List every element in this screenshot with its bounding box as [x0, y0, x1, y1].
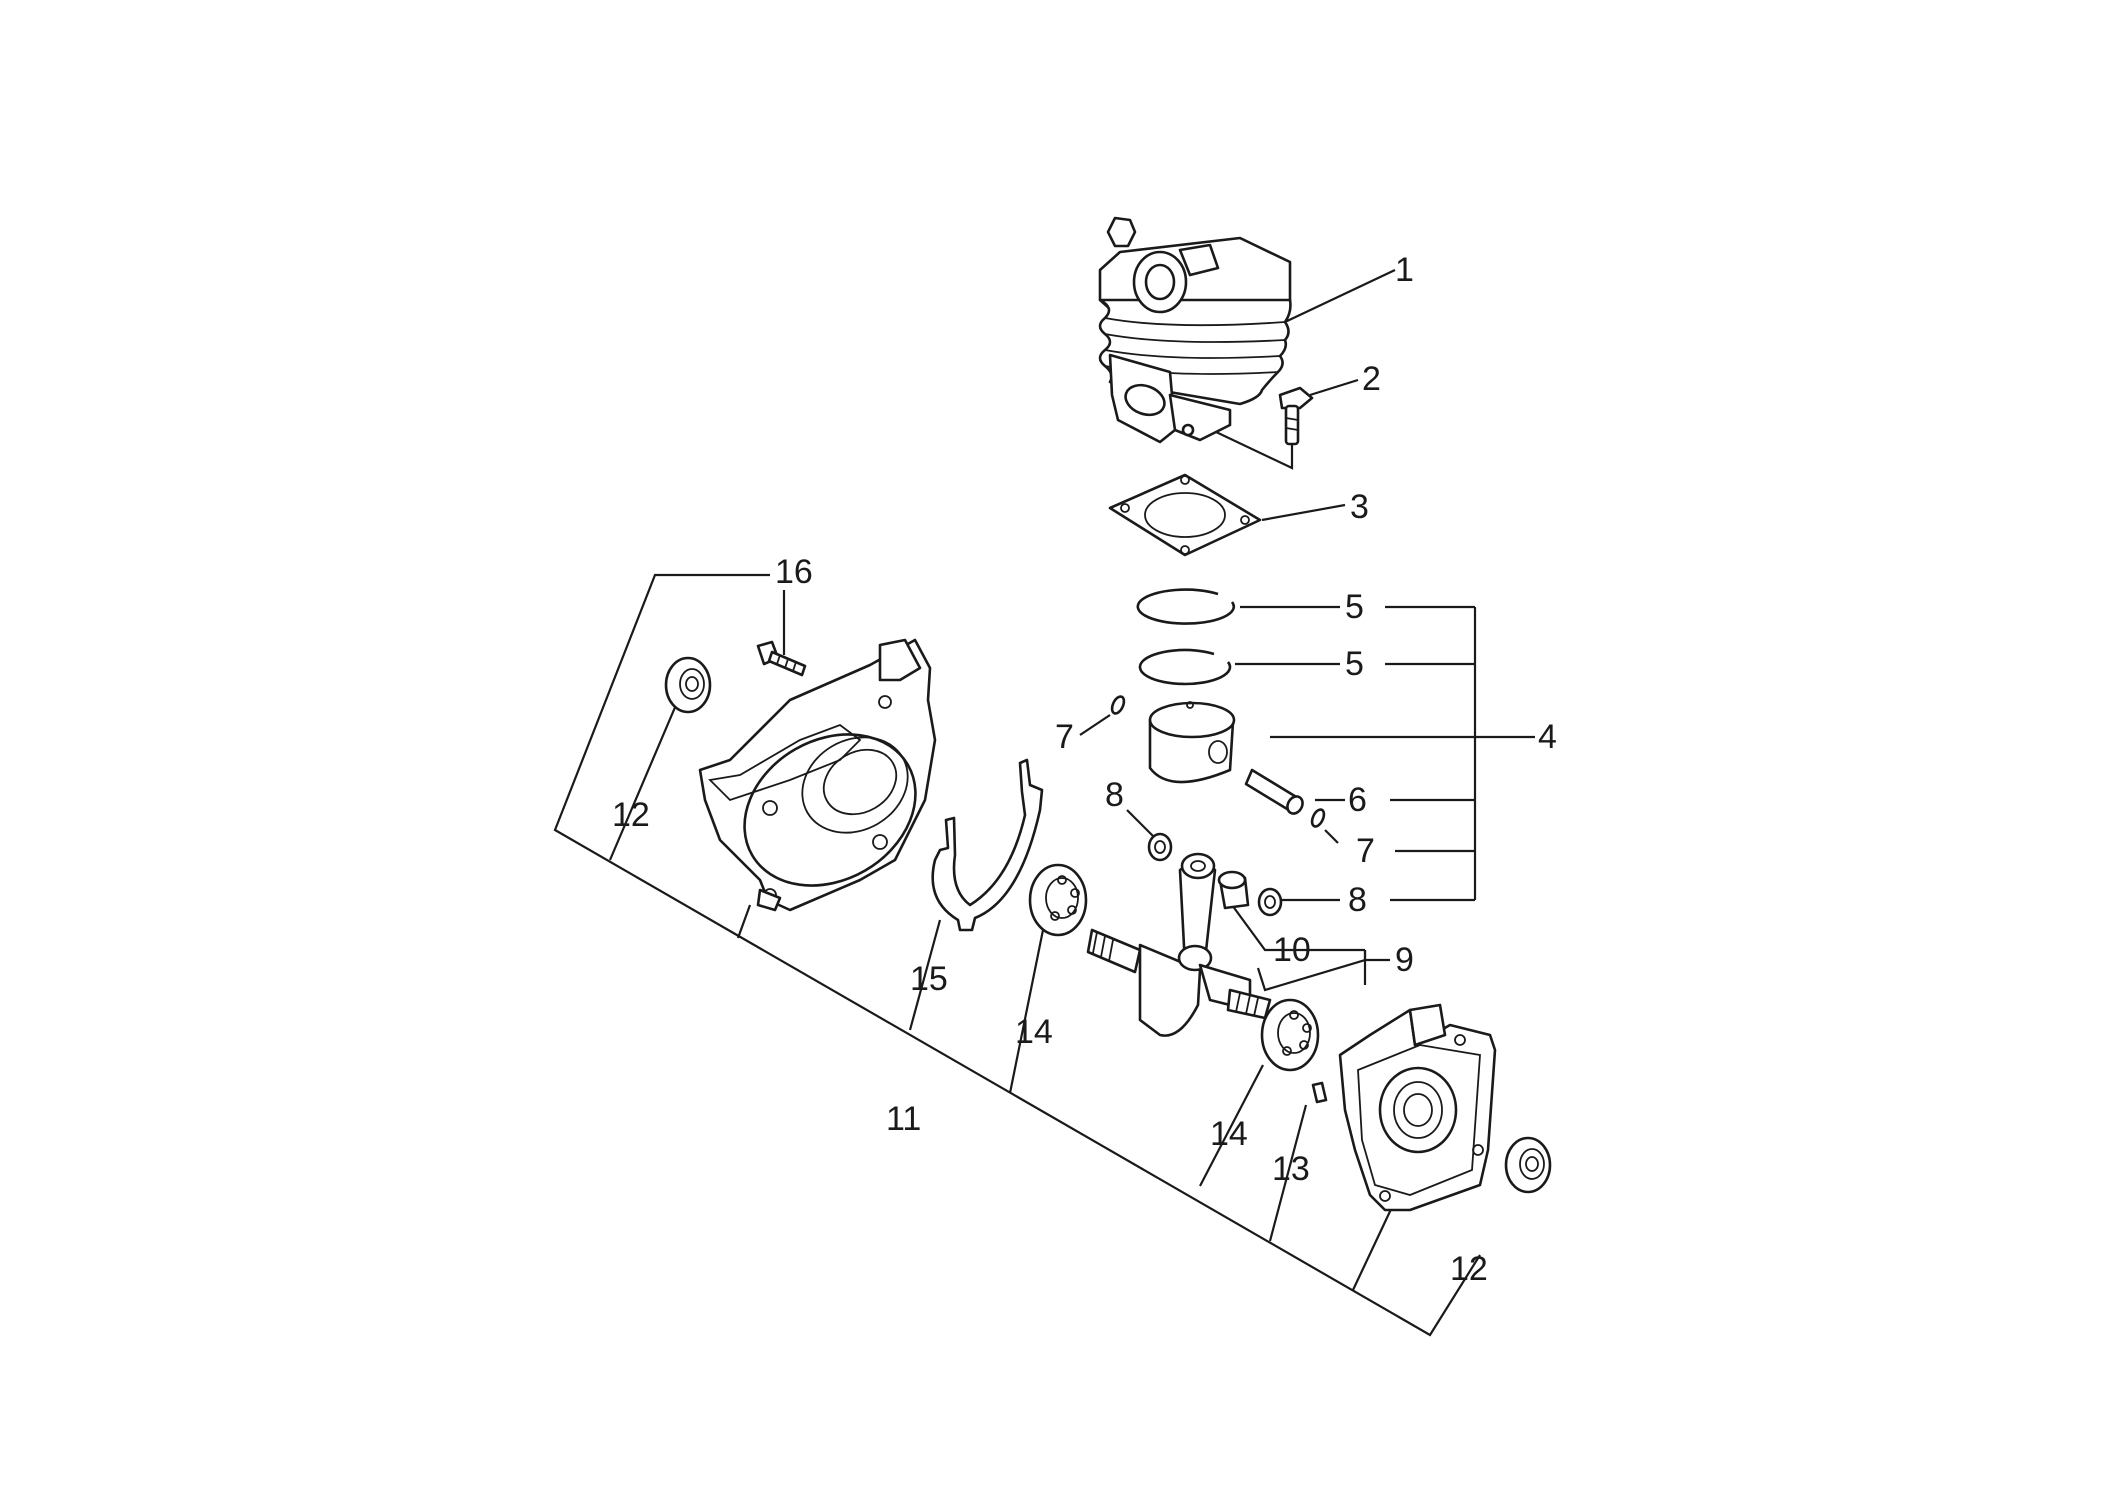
callout-9: 9	[1395, 941, 1414, 979]
needle-bearing-part	[1217, 870, 1250, 910]
bolt-part	[1278, 386, 1314, 446]
bearing-right	[1260, 998, 1320, 1072]
callout-2: 2	[1362, 360, 1381, 398]
callout-8-left: 8	[1105, 776, 1124, 814]
callout-11: 11	[886, 1100, 921, 1138]
seal-right	[1504, 1136, 1552, 1194]
callout-7-left: 7	[1055, 718, 1074, 756]
callout-10: 10	[1273, 931, 1311, 969]
washer-right	[1257, 887, 1283, 917]
cylinder-part	[1098, 216, 1292, 444]
crankshaft-part	[1086, 852, 1272, 1037]
circlip-right	[1310, 808, 1326, 828]
callout-5-upper: 5	[1345, 588, 1364, 626]
dowel-pin-part	[1311, 1081, 1328, 1104]
callout-1: 1	[1395, 251, 1414, 289]
callout-3: 3	[1350, 488, 1369, 526]
piston-ring-lower	[1138, 648, 1232, 686]
crankcase-right	[1338, 1003, 1497, 1212]
callout-8-right: 8	[1348, 881, 1367, 919]
callout-12-right: 12	[1450, 1250, 1488, 1288]
crankcase-left	[698, 638, 937, 912]
callout-15: 15	[910, 960, 948, 998]
callout-labels: 1 2 3 4 5 5 6 7 7 8 8 9 10 11 12 12 13 1…	[612, 251, 1557, 1288]
callout-14-left: 14	[1015, 1013, 1053, 1051]
screw-part	[756, 640, 807, 677]
callout-6: 6	[1348, 781, 1367, 819]
bearing-left	[1028, 863, 1088, 937]
callout-14-right: 14	[1210, 1115, 1248, 1153]
washer-left	[1147, 832, 1173, 862]
callout-4: 4	[1538, 718, 1557, 756]
callout-16: 16	[775, 553, 813, 591]
piston-pin-part	[1244, 768, 1304, 815]
callout-13: 13	[1272, 1150, 1310, 1188]
seal-left	[664, 656, 712, 714]
bracket-part	[931, 758, 1044, 932]
callout-12-left: 12	[612, 796, 650, 834]
circlip-left	[1110, 695, 1126, 715]
callout-7-right: 7	[1356, 832, 1375, 870]
gasket-part	[1108, 473, 1262, 557]
piston-ring-upper	[1136, 588, 1236, 625]
leader-lines	[553, 269, 1535, 1337]
callout-5-lower: 5	[1345, 645, 1364, 683]
piston-part	[1148, 701, 1236, 784]
